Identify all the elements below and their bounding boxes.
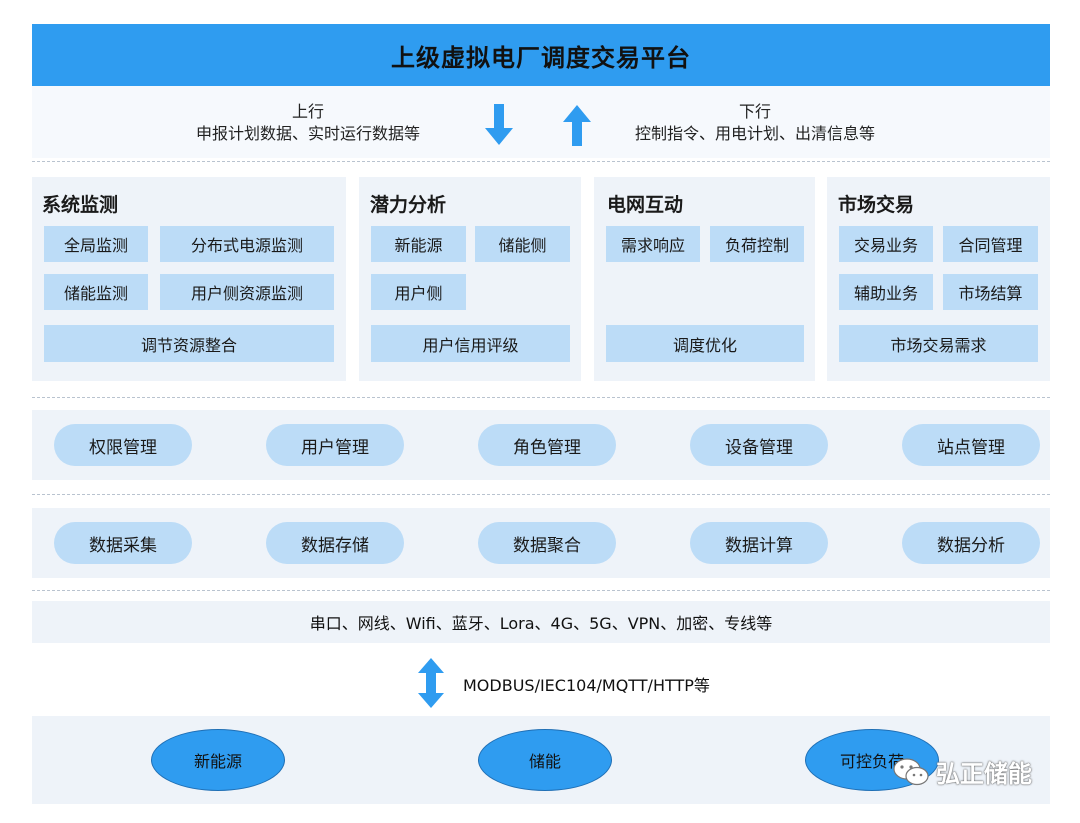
platform-title-banner: 上级虚拟电厂调度交易平台: [32, 24, 1050, 86]
chip-user-side: 用户侧: [371, 274, 466, 310]
chip-user-resource-monitoring: 用户侧资源监测: [160, 274, 334, 310]
downstream-label: 下行 控制指令、用电计划、出清信息等: [615, 101, 895, 145]
pill-data-aggregation: 数据聚合: [478, 522, 616, 564]
device-new-energy: 新能源: [151, 729, 285, 791]
chip-storage-monitoring: 储能监测: [44, 274, 148, 310]
upstream-title: 上行: [291, 102, 324, 121]
chip-market-trading-demand: 市场交易需求: [839, 325, 1038, 362]
pill-device-management: 设备管理: [690, 424, 828, 466]
communication-layer: 串口、网线、Wifi、蓝牙、Lora、4G、5G、VPN、加密、专线等: [32, 601, 1050, 643]
arrow-down-icon: [485, 104, 513, 145]
pill-permission-management: 权限管理: [54, 424, 192, 466]
communication-text: 串口、网线、Wifi、蓝牙、Lora、4G、5G、VPN、加密、专线等: [309, 614, 773, 633]
chip-market-settlement: 市场结算: [943, 274, 1038, 310]
bidirectional-arrow-icon: [418, 658, 444, 708]
pill-role-management: 角色管理: [478, 424, 616, 466]
pill-user-management: 用户管理: [266, 424, 404, 466]
divider: [32, 161, 1050, 162]
wechat-icon: [893, 757, 929, 785]
panel-title-potential-analysis: 潜力分析: [370, 194, 447, 216]
chip-dispatch-optimization: 调度优化: [606, 325, 804, 362]
watermark-text: 弘正储能: [936, 760, 1032, 788]
downstream-desc: 控制指令、用电计划、出清信息等: [634, 124, 875, 143]
chip-new-energy: 新能源: [371, 226, 466, 262]
device-storage: 储能: [478, 729, 612, 791]
chip-global-monitoring: 全局监测: [44, 226, 148, 262]
upstream-label: 上行 申报计划数据、实时运行数据等: [180, 101, 436, 145]
pill-site-management: 站点管理: [902, 424, 1040, 466]
panel-title-market-trading: 市场交易: [838, 194, 915, 216]
upstream-desc: 申报计划数据、实时运行数据等: [195, 124, 420, 143]
chip-distributed-power-monitoring: 分布式电源监测: [160, 226, 334, 262]
divider: [32, 590, 1050, 591]
chip-demand-response: 需求响应: [606, 226, 700, 262]
panel-title-grid-interaction: 电网互动: [607, 194, 684, 216]
arrow-up-icon: [563, 105, 591, 146]
divider: [32, 397, 1050, 398]
pill-data-analysis: 数据分析: [902, 522, 1040, 564]
chip-contract-management: 合同管理: [943, 226, 1038, 262]
chip-resource-integration: 调节资源整合: [44, 325, 334, 362]
chip-trading-business: 交易业务: [839, 226, 933, 262]
platform-title: 上级虚拟电厂调度交易平台: [391, 43, 691, 72]
protocol-label: MODBUS/IEC104/MQTT/HTTP等: [463, 676, 710, 695]
pill-data-collection: 数据采集: [54, 522, 192, 564]
chip-user-credit-rating: 用户信用评级: [371, 325, 570, 362]
pill-data-computation: 数据计算: [690, 522, 828, 564]
divider: [32, 494, 1050, 495]
downstream-title: 下行: [738, 102, 771, 121]
chip-storage-side: 储能侧: [475, 226, 570, 262]
chip-load-control: 负荷控制: [710, 226, 804, 262]
chip-auxiliary-business: 辅助业务: [839, 274, 933, 310]
watermark: 弘正储能: [892, 754, 1032, 789]
data-flow-strip: [32, 86, 1050, 158]
panel-title-system-monitoring: 系统监测: [42, 194, 119, 216]
pill-data-storage: 数据存储: [266, 522, 404, 564]
